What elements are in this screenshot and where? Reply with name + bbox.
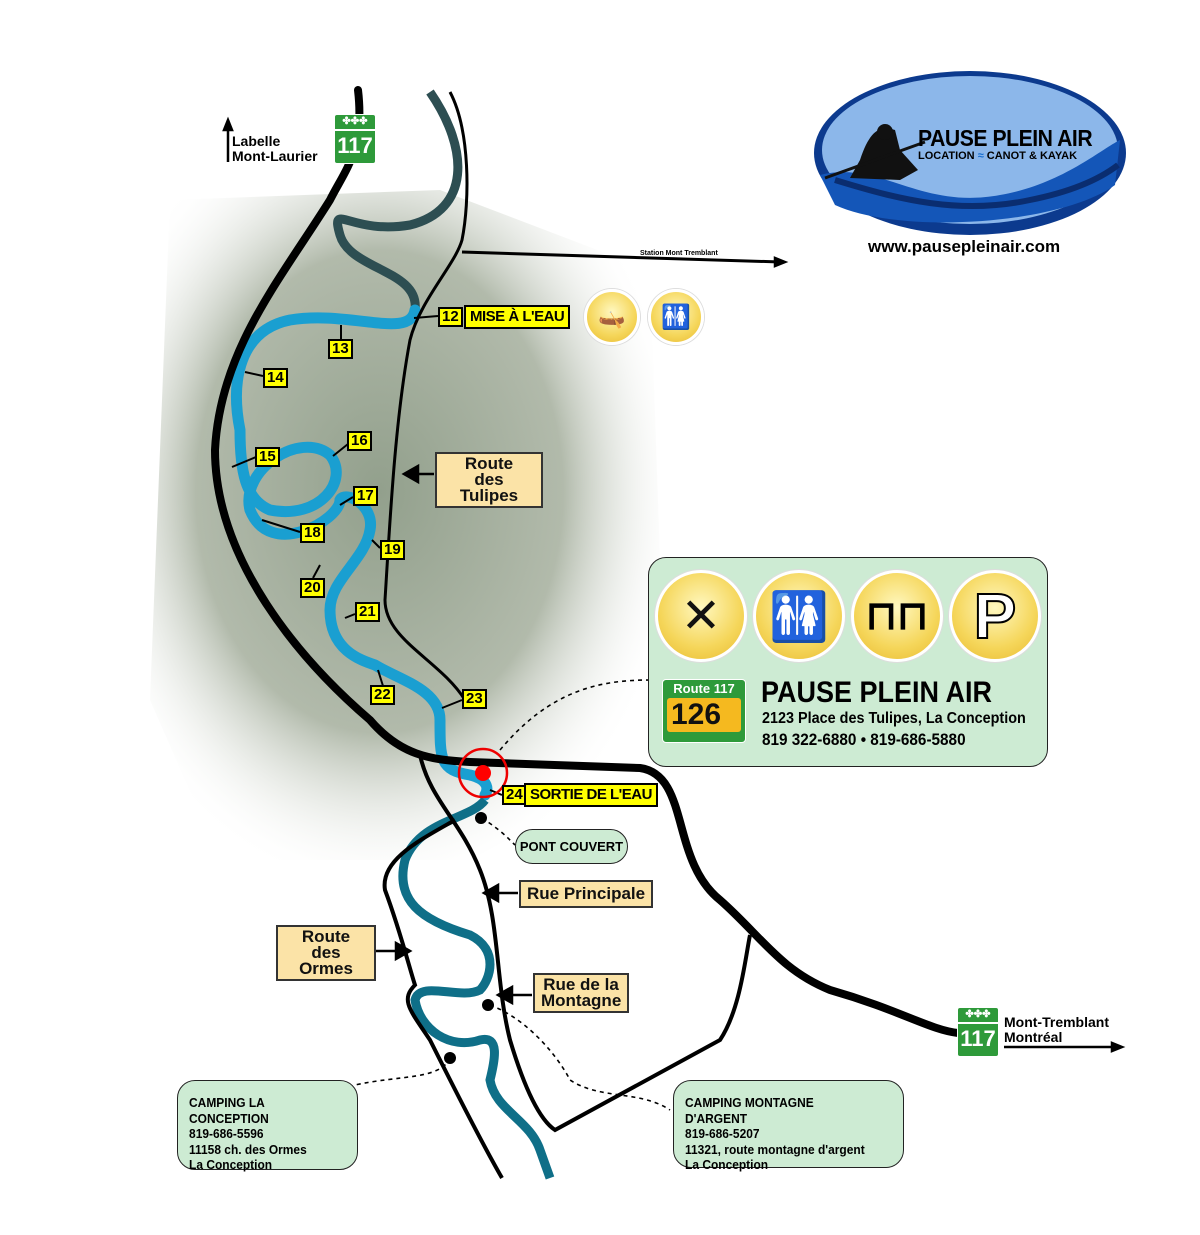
launch-label: MISE À L'EAU — [464, 305, 571, 329]
road-label-tulipes: Route des Tulipes — [435, 452, 543, 508]
pont-text: PONT COUVERT — [519, 839, 624, 854]
info-panel: ✕ 🚻 ⊓⊓ P Route 117 126 PAUSE PLEIN AIR 2… — [648, 557, 1048, 767]
road-line: Rue de la — [543, 975, 619, 994]
logo-graphic — [814, 71, 1126, 235]
exit-label: SORTIE DE L'EAU — [524, 783, 658, 807]
marker-18[interactable]: 18 — [300, 523, 325, 543]
road-line: des Tulipes — [459, 470, 519, 505]
logo-subtitle-left: LOCATION — [918, 150, 975, 162]
road-label-ormes: Route des Ormes — [276, 925, 376, 981]
road-pointer-arrows — [222, 116, 1126, 1053]
marker-19[interactable]: 19 — [380, 540, 405, 560]
marker-12[interactable]: 12 — [438, 307, 463, 327]
exit-sign-route: Route 117 — [673, 681, 735, 696]
route-number: 117 — [337, 133, 373, 158]
dest-line: Montréal — [1004, 1029, 1063, 1045]
camping-phone[interactable]: 819-686-5596 — [189, 1126, 264, 1141]
route-number: 117 — [960, 1026, 996, 1051]
marker-leader-lines — [231, 315, 503, 796]
route-117-shield-east: ✤✤✤ 117 — [957, 1007, 999, 1057]
camping-name: CAMPING LA CONCEPTION — [189, 1095, 269, 1126]
marker-17[interactable]: 17 — [353, 486, 378, 506]
road-117 — [210, 86, 962, 1037]
poi-dots — [444, 812, 494, 1064]
road-line: Route — [301, 927, 351, 946]
road-label-montagne: Rue de la Montagne — [533, 973, 629, 1013]
dest-line: Mont-Laurier — [232, 148, 318, 164]
camping-montagne-dargent: CAMPING MONTAGNE D'ARGENT 819-686-5207 1… — [673, 1080, 904, 1172]
river-route — [231, 304, 493, 801]
logo-subtitle-right: CANOT & KAYAK — [986, 150, 1078, 162]
route-117-shield-north: ✤✤✤ 117 — [334, 114, 376, 164]
east-destination: Mont-Tremblant Montréal — [1004, 1015, 1109, 1045]
restrooms-icon: 🚻 — [648, 289, 704, 345]
marker-20[interactable]: 20 — [300, 578, 325, 598]
lower-roads — [382, 754, 752, 1180]
website-link[interactable]: www.pausepleinair.com — [868, 237, 1061, 256]
marker-14[interactable]: 14 — [263, 368, 288, 388]
camping-name: CAMPING MONTAGNE D'ARGENT — [685, 1095, 814, 1126]
fleur-de-lis-icon: ✤✤✤ — [335, 115, 375, 131]
station-label: Station Mont Tremblant — [640, 250, 718, 257]
river-downstream — [398, 796, 555, 1180]
marker-15[interactable]: 15 — [255, 447, 280, 467]
marker-24[interactable]: 24 — [502, 785, 527, 805]
aerial-photo — [150, 190, 660, 860]
north-destination: Labelle Mont-Laurier — [232, 134, 318, 164]
dest-line: Mont-Tremblant — [1004, 1014, 1109, 1030]
marker-23[interactable]: 23 — [462, 689, 487, 709]
secondary-roads — [383, 91, 781, 701]
exit-sign: Route 117 126 — [662, 679, 746, 743]
picnic-table-icon: ⊓⊓ — [851, 570, 943, 662]
marker-21[interactable]: 21 — [355, 602, 380, 622]
logo-title: PAUSE PLEIN AIR — [918, 125, 1093, 151]
camping-city: La Conception — [685, 1157, 769, 1172]
marker-16[interactable]: 16 — [347, 431, 372, 451]
camping-phone[interactable]: 819-686-5207 — [685, 1126, 760, 1141]
road-label-principale: Rue Principale — [519, 880, 654, 908]
restrooms-icon: 🚻 — [753, 570, 845, 662]
camping-address: 11158 ch. des Ormes — [189, 1141, 307, 1157]
marker-22[interactable]: 22 — [370, 685, 395, 705]
kayak-launch-icon: 🛶 — [584, 289, 640, 345]
road-line: des Ormes — [299, 943, 353, 978]
logo[interactable]: PAUSE PLEIN AIR LOCATION ≈ CANOT & KAYAK — [918, 126, 1118, 162]
exit-sign-number: 126 — [667, 698, 741, 732]
business-name: PAUSE PLEIN AIR — [761, 676, 993, 709]
camping-la-conception: CAMPING LA CONCEPTION 819-686-5596 11158… — [177, 1080, 358, 1172]
covered-bridge-label: PONT COUVERT — [515, 829, 628, 864]
marker-13[interactable]: 13 — [328, 339, 353, 359]
dest-line: Labelle — [232, 133, 281, 149]
camping-city: La Conception — [189, 1157, 273, 1172]
road-line: Montagne — [541, 991, 622, 1010]
paddles-icon: ✕ — [655, 570, 747, 662]
wave-icon: ≈ — [977, 150, 984, 162]
parking-letter: P — [973, 579, 1018, 653]
camping-address: 11321, route montagne d'argent — [685, 1141, 865, 1157]
fleur-de-lis-icon: ✤✤✤ — [958, 1008, 998, 1024]
parking-icon: P — [949, 570, 1041, 662]
road-line: Route — [464, 454, 514, 473]
business-phones[interactable]: 819 322-6880 • 819-686-5880 — [762, 730, 966, 749]
exit-point-marker — [457, 747, 509, 799]
business-address: 2123 Place des Tulipes, La Conception — [762, 710, 1026, 727]
river-upstream — [333, 89, 463, 311]
